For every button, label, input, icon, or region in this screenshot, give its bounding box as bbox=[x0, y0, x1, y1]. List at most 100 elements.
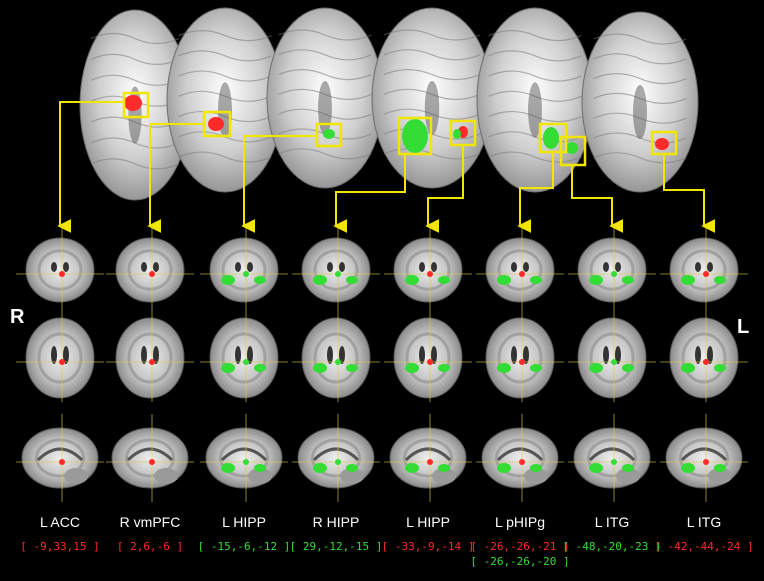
slice-tissue bbox=[115, 317, 185, 399]
activation-peak bbox=[149, 459, 155, 465]
activation-blob bbox=[405, 275, 419, 285]
slice-cerebellum bbox=[340, 468, 364, 484]
top-brain-4 bbox=[371, 7, 493, 189]
activation-blob bbox=[566, 142, 578, 154]
activation-blob bbox=[254, 464, 266, 472]
slice-ventricle bbox=[523, 262, 529, 272]
slice-gray-matter bbox=[221, 249, 267, 291]
slice-gray-matter bbox=[586, 438, 638, 478]
slice-ventricle bbox=[327, 262, 333, 272]
top-brain-sulcus bbox=[90, 74, 180, 86]
top-brain-sulcus bbox=[278, 148, 372, 160]
top-brain-sulcus bbox=[278, 49, 372, 61]
slice-gray-matter bbox=[589, 332, 635, 384]
slice-tissue bbox=[577, 237, 647, 303]
activation-blob bbox=[622, 364, 634, 372]
slice-cerebellum bbox=[432, 468, 456, 484]
top-brain-sulcus bbox=[488, 30, 582, 42]
coronal-slice bbox=[660, 226, 748, 314]
activation-peak bbox=[519, 359, 525, 365]
activation-blob bbox=[346, 364, 358, 372]
top-brain-3 bbox=[266, 7, 384, 189]
slice-tissue bbox=[393, 317, 463, 399]
slice-tissue bbox=[485, 317, 555, 399]
connector-arrow bbox=[57, 101, 124, 233]
activation-blob bbox=[681, 275, 695, 285]
activation-peak bbox=[611, 271, 617, 277]
slice-tissue bbox=[25, 317, 95, 399]
slice-gray-matter bbox=[221, 332, 267, 384]
slice-ventricle bbox=[153, 346, 159, 364]
activation-peak bbox=[335, 459, 341, 465]
slice-ventricle bbox=[63, 262, 69, 272]
axial-slice bbox=[384, 314, 472, 402]
activation-blob bbox=[254, 364, 266, 372]
slice-gray-matter bbox=[497, 332, 543, 384]
activation-blob bbox=[438, 276, 450, 284]
activation-blob bbox=[346, 464, 358, 472]
activation-blob bbox=[589, 463, 603, 473]
top-brain-sulcus bbox=[383, 29, 481, 41]
activation-peak bbox=[335, 271, 341, 277]
top-brain-sulcus bbox=[593, 73, 687, 85]
region-label: L HIPP bbox=[222, 514, 266, 530]
region-label: L ACC bbox=[40, 514, 80, 530]
slice-ventricle bbox=[327, 346, 333, 364]
slice-ventricle bbox=[235, 262, 241, 272]
coronal-slice bbox=[200, 226, 288, 314]
activation-blob bbox=[313, 363, 327, 373]
activation-peak bbox=[519, 271, 525, 277]
slice-gray-matter bbox=[310, 438, 362, 478]
connector-arrow bbox=[571, 165, 624, 233]
mni-coordinate: [ -15,-6,-12 ] bbox=[197, 540, 291, 553]
left-hemisphere-label: L bbox=[737, 316, 750, 338]
slice-tissue bbox=[577, 317, 647, 399]
activation-peak bbox=[59, 459, 65, 465]
slice-ventricle bbox=[63, 346, 69, 364]
sagittal-slice bbox=[292, 414, 380, 502]
activation-blob bbox=[714, 276, 726, 284]
activation-peak bbox=[427, 459, 433, 465]
sagittal-slice bbox=[660, 414, 748, 502]
activation-blob bbox=[221, 363, 235, 373]
slice-ventricle bbox=[523, 346, 529, 364]
slice-corpus-callosum bbox=[36, 447, 84, 462]
connector-arrow bbox=[333, 154, 406, 233]
slice-tissue bbox=[301, 237, 371, 303]
mni-coordinate: [ -26,-26,-20 ] bbox=[470, 555, 570, 568]
activation-peak bbox=[611, 459, 617, 465]
slice-gray-matter bbox=[313, 332, 359, 384]
connector-arrow bbox=[425, 145, 464, 233]
activation-blob bbox=[530, 276, 542, 284]
slice-corpus-callosum bbox=[126, 447, 174, 462]
coronal-slice bbox=[16, 226, 104, 314]
sagittal-slice bbox=[106, 414, 194, 502]
slice-ventricle bbox=[247, 346, 253, 364]
slice-tissue bbox=[209, 237, 279, 303]
activation-blob bbox=[681, 463, 695, 473]
slice-tissue bbox=[209, 317, 279, 399]
region-label: L ITG bbox=[594, 514, 630, 530]
right-hemisphere-label: R bbox=[10, 306, 25, 328]
activation-peak bbox=[611, 359, 617, 365]
slice-ventricle bbox=[51, 346, 57, 364]
highlight-box bbox=[397, 116, 433, 156]
connector-arrow bbox=[241, 135, 317, 233]
activation-blob bbox=[221, 275, 235, 285]
slice-gray-matter bbox=[405, 249, 451, 291]
axial-slice bbox=[660, 314, 748, 402]
activation-blob bbox=[622, 276, 634, 284]
slice-cerebellum bbox=[248, 468, 272, 484]
activation-blob bbox=[497, 463, 511, 473]
slice-cerebellum bbox=[708, 468, 732, 484]
slice-tissue bbox=[393, 237, 463, 303]
coronal-slice bbox=[384, 226, 472, 314]
coronal-slice bbox=[106, 226, 194, 314]
slice-ventricle bbox=[431, 346, 437, 364]
activation-blob bbox=[497, 275, 511, 285]
activation-blob bbox=[405, 463, 419, 473]
top-brain-sulcus bbox=[90, 32, 180, 45]
sagittal-slice bbox=[384, 414, 472, 502]
